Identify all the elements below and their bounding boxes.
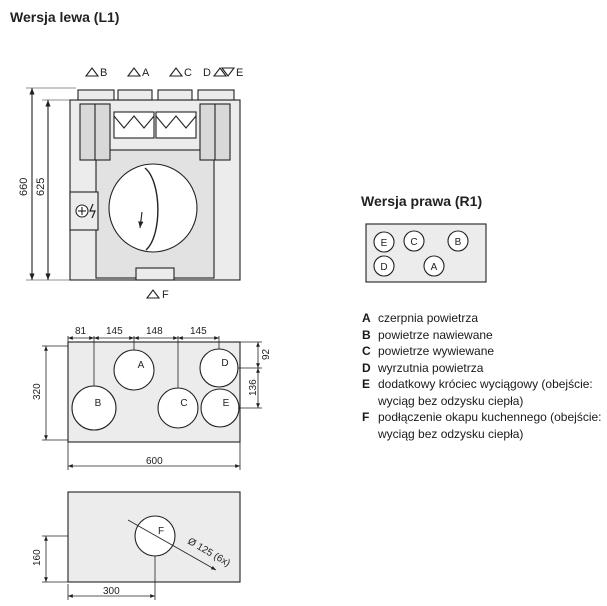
dim-625: 625 [35,178,47,196]
legend-text: wyrzutnia powietrza [378,360,484,375]
legend-text: dodatkowy króciec wyciągowy (obejście: w… [378,377,593,408]
title-right-version: Wersja prawa (R1) [361,193,483,209]
bottom-view [42,491,241,600]
spigot-f [135,267,175,281]
dim-600: 600 [146,456,163,467]
dim-148: 148 [146,326,163,337]
legend-key: B [362,327,371,342]
spigot-a [117,89,153,101]
legend-text: powietrze wywiewane [378,344,495,358]
r1-port-b: B [455,237,462,248]
top-view [26,67,241,299]
legend-key: F [362,410,370,424]
triangle-f [145,289,161,299]
legend-item-e: E dodatkowy króciec wyciągowy (obejście:… [362,376,602,409]
legend-item-d: D wyrzutnia powietrza [362,360,602,377]
legend-item-f: F podłączenie okapu kuchennego (obejście… [362,409,602,442]
dim-136: 136 [248,379,259,396]
legend-key: D [362,360,371,375]
front-port-c: C [180,398,187,409]
dim-81: 81 [75,326,87,337]
spigot-c [157,89,193,101]
dim-660: 660 [18,178,30,196]
dim-145-a: 145 [106,326,123,337]
label-e: E [236,67,243,79]
legend: A czerpnia powietrza B powietrze nawiewa… [362,310,602,442]
label-d: D [203,67,211,79]
dim-320: 320 [32,383,43,400]
label-f: F [162,289,169,301]
triangle-e [220,67,236,77]
front-port-d: D [221,358,228,369]
filter-a [113,111,155,139]
front-port-e: E [223,398,230,409]
label-b: B [100,67,107,79]
r1-port-a: A [431,262,438,273]
triangle-d [212,67,228,77]
r1-port-c: C [410,237,417,248]
spigot-d-e [197,89,235,101]
legend-key: A [362,311,371,325]
legend-item-c: C powietrze wywiewane [362,343,602,360]
front-view [42,336,262,470]
legend-key: C [362,344,371,358]
legend-item-b: B powietrze nawiewane [362,327,602,344]
spigot-b [77,89,115,101]
triangle-a [126,67,142,77]
r1-port-e: E [381,238,388,249]
bottom-port-f: F [158,526,164,537]
legend-text: powietrze nawiewane [378,327,493,342]
dim-160: 160 [32,549,43,566]
dim-145-b: 145 [190,326,207,337]
triangle-c [168,67,184,77]
legend-key: E [362,377,371,391]
legend-text: czerpnia powietrza [378,311,479,325]
heat-exchanger [108,163,198,253]
dim-92: 92 [261,348,272,360]
front-port-b: B [95,398,102,409]
label-a: A [142,67,150,79]
right-version-view [365,223,487,283]
title-left-version: Wersja lewa (L1) [10,9,120,25]
legend-text: podłączenie okapu kuchennego (obejście: … [378,410,602,441]
triangle-b [84,67,100,77]
lightning-icon [89,203,96,219]
r1-port-d: D [380,262,387,273]
legend-item-a: A czerpnia powietrza [362,310,602,327]
dim-300: 300 [103,586,120,597]
front-port-a: A [138,360,145,371]
label-c: C [184,67,192,79]
